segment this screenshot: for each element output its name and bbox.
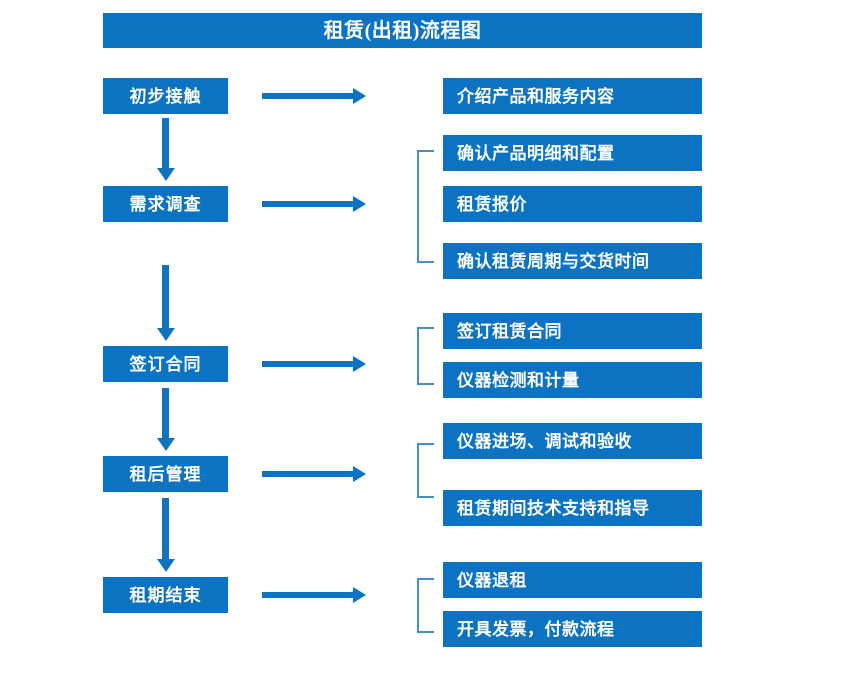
task-label-4: 确认租赁周期与交货时间 xyxy=(457,251,650,271)
task-label-1: 介绍产品和服务内容 xyxy=(457,86,615,106)
group-bracket-1 xyxy=(417,150,434,263)
task-box-7[interactable]: 仪器进场、调试和验收 xyxy=(443,423,702,459)
vertical-arrow-icon-1 xyxy=(157,118,175,181)
stage-box-3[interactable]: 签订合同 xyxy=(103,346,228,382)
vertical-arrow-icon-4 xyxy=(157,498,175,572)
group-bracket-2 xyxy=(417,327,434,385)
task-label-9: 仪器退租 xyxy=(457,570,527,590)
stage-label-1: 初步接触 xyxy=(129,86,202,106)
diagram-title: 租赁(出租)流程图 xyxy=(323,19,482,42)
vertical-arrow-icon-2 xyxy=(157,265,175,341)
task-box-8[interactable]: 租赁期间技术支持和指导 xyxy=(443,490,702,526)
task-box-1[interactable]: 介绍产品和服务内容 xyxy=(443,78,702,114)
stage-box-4[interactable]: 租后管理 xyxy=(103,456,228,492)
diagram-title-bar: 租赁(出租)流程图 xyxy=(103,13,702,48)
task-label-7: 仪器进场、调试和验收 xyxy=(457,431,632,451)
stage-label-3: 签订合同 xyxy=(129,354,202,374)
task-box-5[interactable]: 签订租赁合同 xyxy=(443,313,702,349)
stage-label-5: 租期结束 xyxy=(129,585,202,605)
task-label-3: 租赁报价 xyxy=(457,194,527,214)
task-box-9[interactable]: 仪器退租 xyxy=(443,562,702,598)
vertical-arrow-icon-3 xyxy=(157,388,175,451)
task-box-4[interactable]: 确认租赁周期与交货时间 xyxy=(443,243,702,279)
horizontal-arrow-icon-2 xyxy=(262,196,366,212)
group-bracket-3 xyxy=(417,443,434,498)
task-label-10: 开具发票，付款流程 xyxy=(457,619,615,639)
horizontal-arrow-icon-4 xyxy=(262,466,366,482)
task-label-6: 仪器检测和计量 xyxy=(457,370,580,390)
stage-box-1[interactable]: 初步接触 xyxy=(103,78,228,114)
stage-label-4: 租后管理 xyxy=(129,464,202,484)
task-label-2: 确认产品明细和配置 xyxy=(457,143,615,163)
group-bracket-4 xyxy=(417,578,434,633)
stage-box-5[interactable]: 租期结束 xyxy=(103,577,228,613)
task-box-6[interactable]: 仪器检测和计量 xyxy=(443,362,702,398)
horizontal-arrow-icon-5 xyxy=(262,587,366,603)
horizontal-arrow-icon-3 xyxy=(262,356,366,372)
stage-label-2: 需求调查 xyxy=(129,194,202,214)
task-box-3[interactable]: 租赁报价 xyxy=(443,186,702,222)
task-label-8: 租赁期间技术支持和指导 xyxy=(457,498,650,518)
task-box-2[interactable]: 确认产品明细和配置 xyxy=(443,135,702,171)
stage-box-2[interactable]: 需求调查 xyxy=(103,186,228,222)
task-label-5: 签订租赁合同 xyxy=(457,321,562,341)
horizontal-arrow-icon-1 xyxy=(262,88,366,104)
task-box-10[interactable]: 开具发票，付款流程 xyxy=(443,611,702,647)
